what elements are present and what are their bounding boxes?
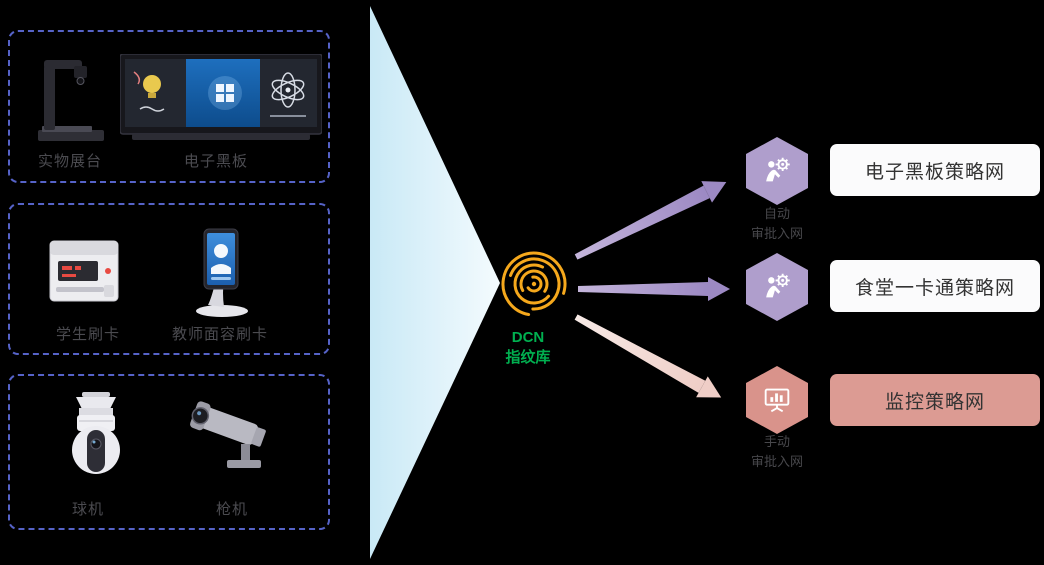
flow-arrow-middle (578, 272, 730, 306)
note-line-2: 审批入网 (750, 225, 803, 241)
target-canteen-card-policy-net: 食堂一卡通策略网 (830, 260, 1040, 312)
fingerprint-icon (501, 251, 567, 317)
monitor-chart-icon (764, 388, 790, 413)
target-label: 电子黑板策略网 (864, 161, 1005, 183)
target-blackboard-policy-net: 电子黑板策略网 (830, 144, 1040, 196)
hub-sublabel: 指纹库 (505, 348, 551, 366)
note-auto-approval: 自动 审批入网 (722, 204, 832, 243)
dome-camera-icon (72, 392, 120, 474)
smart-blackboard-icon (120, 54, 322, 140)
document-camera-icon (38, 60, 104, 141)
device-group-display: 实物展台 电子黑板 (8, 30, 330, 183)
bullet-camera-icon (190, 401, 266, 468)
hub-label: DCN 指纹库 (474, 328, 582, 367)
note-line-2: 审批入网 (750, 453, 803, 469)
face-recognition-phone-icon (196, 228, 248, 317)
device-label-blackboard: 电子黑板 (183, 153, 248, 170)
card-reader-icon (49, 240, 119, 302)
target-label: 食堂一卡通策略网 (854, 277, 1015, 299)
gear-person-icon (766, 157, 790, 182)
note-line-1: 自动 (763, 206, 790, 221)
target-monitor-policy-net: 监控策略网 (830, 374, 1040, 426)
device-group-camera: 球机 枪机 (8, 374, 330, 530)
device-group-card: 学生刷卡 教师面容刷卡 (8, 203, 330, 355)
flow-arrow-bottom (568, 302, 730, 412)
auto-approval-hex-blackboard (746, 137, 808, 205)
funnel-triangle (370, 6, 500, 559)
gear-person-icon (766, 273, 790, 298)
device-label-student-card: 学生刷卡 (55, 326, 120, 343)
hub-name: DCN (511, 329, 545, 346)
target-label: 监控策略网 (884, 391, 985, 413)
device-label-bullet-camera: 枪机 (215, 501, 248, 518)
device-label-dome-camera: 球机 (71, 501, 104, 518)
flow-arrow-top (568, 167, 734, 272)
note-line-1: 手动 (763, 434, 790, 449)
manual-approval-hex-monitor (746, 366, 808, 434)
device-label-visualizer: 实物展台 (37, 153, 102, 170)
auto-approval-hex-canteen (746, 253, 808, 321)
note-manual-approval: 手动 审批入网 (722, 432, 832, 471)
device-label-teacher-face: 教师面容刷卡 (171, 326, 268, 343)
